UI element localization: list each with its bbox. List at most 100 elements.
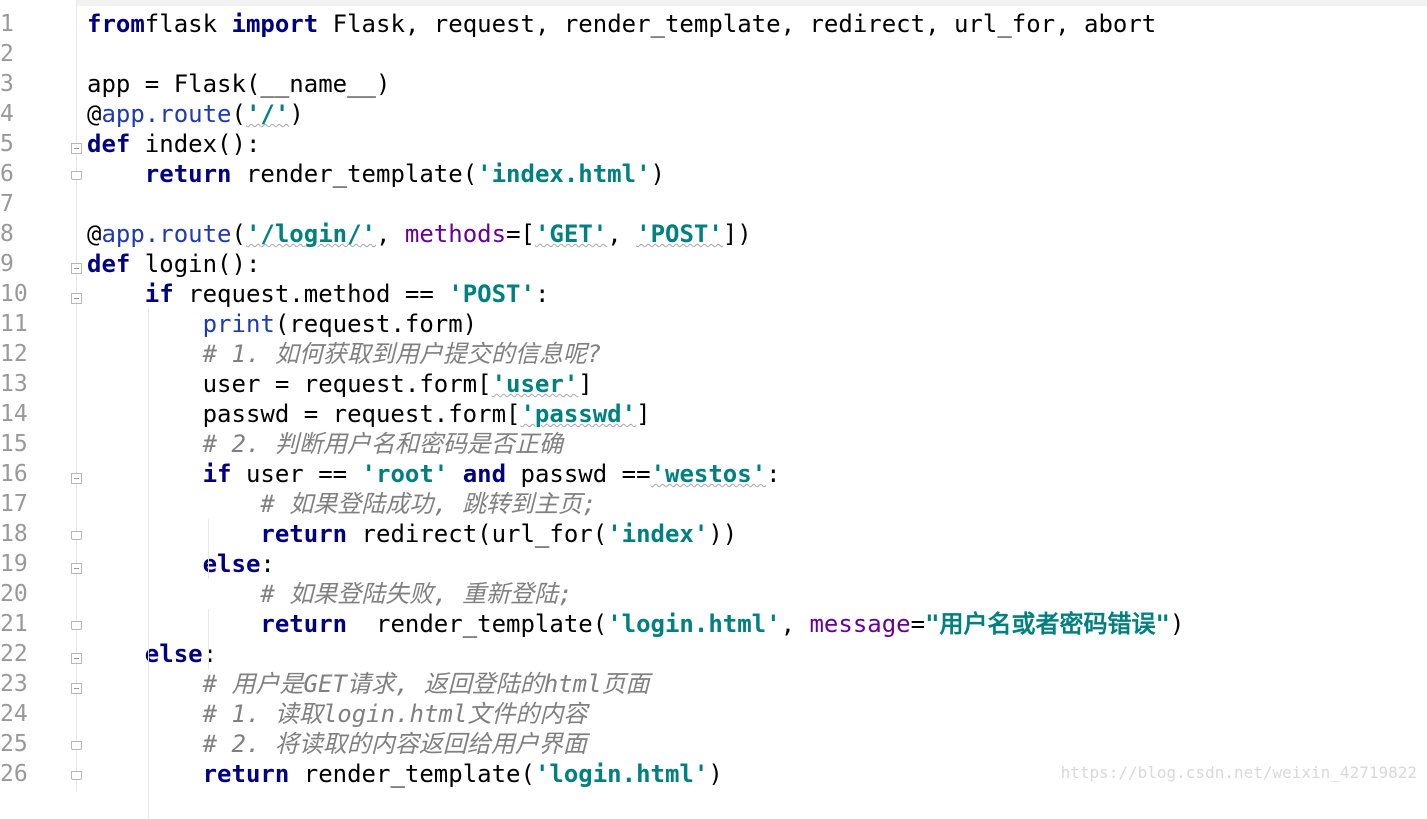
code-token bbox=[87, 700, 203, 728]
string-token: 'root' bbox=[361, 460, 449, 488]
code-line[interactable]: app = Flask(__name__) bbox=[87, 69, 390, 99]
fold-open-icon[interactable] bbox=[71, 293, 82, 304]
keyword-token: if bbox=[202, 460, 232, 488]
keyword-token: import bbox=[231, 10, 319, 38]
decorator-token: app.route bbox=[101, 100, 232, 128]
code-token: app = Flask(__name__) bbox=[87, 70, 391, 98]
code-token: : bbox=[202, 640, 218, 668]
string-token: 'POST' bbox=[636, 220, 723, 248]
code-line[interactable]: @app.route('/login/', methods=['GET', 'P… bbox=[87, 219, 752, 249]
code-token: ( bbox=[231, 220, 246, 248]
code-line[interactable]: passwd = request.form['passwd'] bbox=[87, 399, 651, 429]
line-number: 11 bbox=[0, 311, 28, 337]
code-token: @ bbox=[87, 100, 102, 128]
keyword-token: def bbox=[87, 130, 131, 158]
code-line[interactable]: print(request.form) bbox=[87, 309, 478, 339]
code-line[interactable]: # 1. 如何获取到用户提交的信息呢? bbox=[87, 339, 602, 369]
fold-open-icon[interactable] bbox=[71, 473, 82, 484]
line-number: 4 bbox=[0, 101, 14, 127]
code-token: render_template( bbox=[347, 610, 608, 638]
param-token: methods bbox=[404, 220, 507, 248]
code-line[interactable]: user = request.form['user'] bbox=[87, 369, 593, 399]
code-token bbox=[448, 460, 462, 488]
code-line[interactable]: # 1. 读取login.html文件的内容 bbox=[87, 699, 588, 729]
string-token: 'passwd' bbox=[520, 400, 637, 428]
code-token bbox=[87, 520, 260, 548]
code-token: ) bbox=[1170, 610, 1185, 638]
code-line[interactable]: # 用户是GET请求, 返回登陆的html页面 bbox=[87, 669, 650, 699]
code-token: render_template( bbox=[231, 160, 478, 188]
code-line[interactable]: fromflask import Flask, request, render_… bbox=[87, 9, 1156, 39]
code-line[interactable]: return redirect(url_for('index')) bbox=[87, 519, 737, 549]
code-token: render_template( bbox=[289, 760, 535, 788]
code-line[interactable]: # 如果登陆失败, 重新登陆; bbox=[87, 579, 572, 609]
line-number: 13 bbox=[0, 371, 28, 397]
line-number: 6 bbox=[0, 161, 14, 187]
keyword-token: return bbox=[260, 520, 348, 548]
keyword-token: if bbox=[144, 280, 174, 308]
indent-guide bbox=[148, 309, 149, 819]
fold-open-icon[interactable] bbox=[71, 563, 82, 574]
comment-token: # 2. 判断用户名和密码是否正确 bbox=[202, 430, 563, 458]
keyword-token: return bbox=[260, 610, 348, 638]
code-token bbox=[87, 730, 203, 758]
line-number: 18 bbox=[0, 521, 28, 547]
code-line[interactable]: if request.method == 'POST': bbox=[87, 279, 550, 309]
code-token bbox=[87, 580, 260, 608]
fold-end-icon[interactable] bbox=[71, 771, 82, 780]
code-line[interactable]: if user == 'root' and passwd =='westos': bbox=[87, 459, 781, 489]
code-token: ] bbox=[636, 400, 651, 428]
code-token: ) bbox=[708, 760, 723, 788]
code-token: ) bbox=[289, 100, 304, 128]
code-token: : bbox=[260, 550, 275, 578]
comment-token: # 2. 将读取的内容返回给用户界面 bbox=[202, 730, 587, 758]
code-token bbox=[87, 610, 260, 638]
code-line[interactable]: return render_template('index.html') bbox=[87, 159, 665, 189]
keyword-token: and bbox=[462, 460, 507, 488]
code-line[interactable]: return render_template('login.html') bbox=[87, 759, 723, 789]
fold-end-icon[interactable] bbox=[71, 531, 82, 540]
code-line[interactable]: return render_template('login.html', mes… bbox=[87, 609, 1184, 639]
code-token: user == bbox=[231, 460, 362, 488]
keyword-token: else bbox=[144, 640, 203, 668]
code-token: login(): bbox=[130, 250, 261, 278]
code-line[interactable]: else: bbox=[87, 549, 275, 579]
line-number: 3 bbox=[0, 71, 14, 97]
indent-guide bbox=[208, 519, 209, 579]
fold-end-icon[interactable] bbox=[71, 171, 82, 180]
code-line[interactable]: # 如果登陆成功, 跳转到主页; bbox=[87, 489, 597, 519]
code-line[interactable]: @app.route('/') bbox=[87, 99, 304, 129]
code-token bbox=[87, 280, 145, 308]
line-number: 10 bbox=[0, 281, 28, 307]
line-number: 20 bbox=[0, 581, 28, 607]
fold-open-icon[interactable] bbox=[71, 683, 82, 694]
fold-end-icon[interactable] bbox=[71, 621, 82, 630]
code-line[interactable]: # 2. 判断用户名和密码是否正确 bbox=[87, 429, 563, 459]
code-line[interactable]: else: bbox=[87, 639, 217, 669]
code-line[interactable]: def login(): bbox=[87, 249, 260, 279]
string-token: "用户名或者密码错误" bbox=[925, 610, 1170, 638]
code-token: user = request.form[ bbox=[87, 370, 492, 398]
comment-token: # 1. 读取login.html文件的内容 bbox=[202, 700, 588, 728]
code-token: )) bbox=[708, 520, 738, 548]
code-token: ]) bbox=[722, 220, 752, 248]
code-token: ) bbox=[650, 160, 665, 188]
code-token bbox=[87, 460, 203, 488]
fold-open-icon[interactable] bbox=[71, 143, 82, 154]
code-token: passwd = request.form[ bbox=[87, 400, 521, 428]
code-token: ( bbox=[231, 100, 246, 128]
code-line[interactable]: # 2. 将读取的内容返回给用户界面 bbox=[87, 729, 587, 759]
code-token: , bbox=[780, 610, 810, 638]
string-token: 'login.html' bbox=[534, 760, 709, 788]
comment-token: # 如果登陆成功, 跳转到主页; bbox=[260, 490, 597, 518]
code-token: Flask, request, render_template, redirec… bbox=[318, 10, 1157, 38]
fold-open-icon[interactable] bbox=[71, 653, 82, 664]
code-line[interactable]: def index(): bbox=[87, 129, 260, 159]
keyword-token: return bbox=[202, 760, 290, 788]
fold-end-icon[interactable] bbox=[71, 741, 82, 750]
code-token bbox=[87, 490, 260, 518]
fold-open-icon[interactable] bbox=[71, 263, 82, 274]
line-number: 5 bbox=[0, 131, 14, 157]
